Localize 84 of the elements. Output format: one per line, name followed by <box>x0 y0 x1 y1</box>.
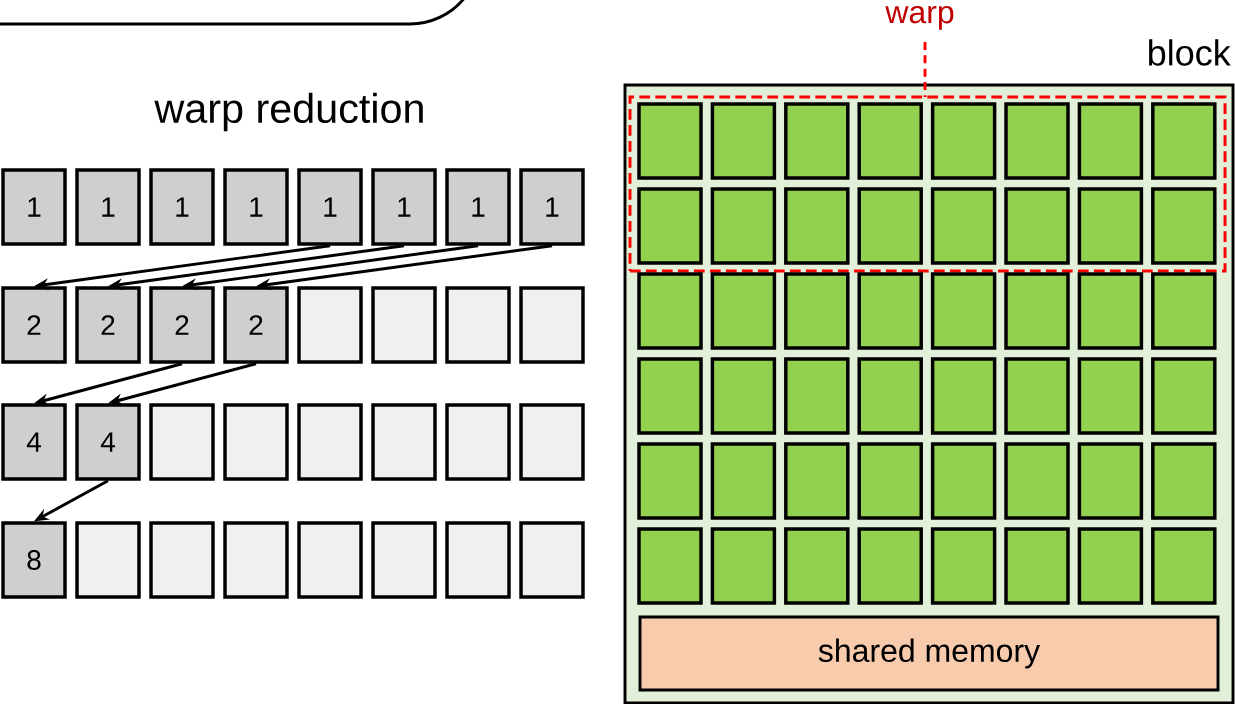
thread-cell <box>857 357 923 435</box>
number-cell: 1 <box>223 168 289 246</box>
thread-cell <box>1004 102 1070 180</box>
heading: warp reduction <box>154 92 423 132</box>
thread-cell <box>857 187 923 265</box>
thread-cell <box>1151 442 1217 520</box>
number-cell: 2 <box>75 286 141 364</box>
number-cell: 2 <box>223 286 289 364</box>
memory-box: shared memory <box>638 615 1220 692</box>
thread-cell <box>710 357 777 435</box>
empty-cell <box>297 286 363 364</box>
thread-cell <box>784 187 850 265</box>
thread-cell <box>1077 272 1144 350</box>
thread-cell <box>1004 357 1070 435</box>
thread-cell <box>784 357 850 435</box>
thread-cell <box>637 187 703 265</box>
number-cell: 1 <box>519 168 585 246</box>
thread-cell <box>1077 357 1144 435</box>
thread-cell <box>930 187 997 265</box>
number-cell: 2 <box>1 286 67 364</box>
thread-cell <box>710 527 777 605</box>
thread-cell <box>857 272 923 350</box>
thread-cell <box>1077 527 1144 605</box>
thread-cell <box>710 272 777 350</box>
thread-cell <box>1004 272 1070 350</box>
thread-cell <box>857 442 923 520</box>
thread-cell <box>637 357 703 435</box>
thread-cell <box>857 527 923 605</box>
empty-cell <box>519 403 585 481</box>
block-label: block <box>1149 39 1231 66</box>
empty-cell <box>371 403 437 481</box>
empty-cell <box>149 403 215 481</box>
empty-cell <box>297 403 363 481</box>
thread-cell <box>784 442 850 520</box>
thread-cell <box>930 527 997 605</box>
thread-cell <box>1004 527 1070 605</box>
thread-cell <box>930 102 997 180</box>
number-cell: 1 <box>445 168 511 246</box>
thread-cell <box>1004 187 1070 265</box>
thread-cell <box>1077 102 1144 180</box>
thread-cell <box>710 187 777 265</box>
empty-cell <box>223 403 289 481</box>
empty-cell <box>149 521 215 599</box>
thread-cell <box>857 102 923 180</box>
thread-cell <box>1004 442 1070 520</box>
thread-cell <box>1151 102 1217 180</box>
empty-cell <box>519 521 585 599</box>
empty-cell <box>223 521 289 599</box>
thread-cell <box>930 442 997 520</box>
thread-cell <box>1151 187 1217 265</box>
number-cell: 1 <box>371 168 437 246</box>
empty-cell <box>75 521 141 599</box>
number-cell: 1 <box>149 168 215 246</box>
thread-cell <box>637 272 703 350</box>
thread-cell <box>1151 527 1217 605</box>
thread-cell <box>637 102 703 180</box>
empty-cell <box>519 286 585 364</box>
number-cell: 1 <box>1 168 67 246</box>
empty-cell <box>371 286 437 364</box>
number-cell: 4 <box>75 403 141 481</box>
thread-cell <box>710 442 777 520</box>
empty-cell <box>371 521 437 599</box>
empty-cell <box>445 521 511 599</box>
thread-cell <box>1151 357 1217 435</box>
number-cell: 2 <box>149 286 215 364</box>
number-cell: 1 <box>297 168 363 246</box>
thread-cell <box>1077 442 1144 520</box>
thread-cell <box>784 272 850 350</box>
warp-label: warp <box>885 5 954 30</box>
thread-cell <box>930 272 997 350</box>
thread-cell <box>637 442 703 520</box>
thread-cell <box>784 102 850 180</box>
empty-cell <box>297 521 363 599</box>
thread-cell <box>710 102 777 180</box>
thread-cell <box>930 357 997 435</box>
empty-cell <box>445 286 511 364</box>
number-cell: 1 <box>75 168 141 246</box>
empty-cell <box>445 403 511 481</box>
number-cell: 4 <box>1 403 67 481</box>
thread-cell <box>637 527 703 605</box>
thread-cell <box>1151 272 1217 350</box>
number-cell: 8 <box>1 521 67 599</box>
thread-cell <box>784 527 850 605</box>
thread-cell <box>1077 187 1144 265</box>
